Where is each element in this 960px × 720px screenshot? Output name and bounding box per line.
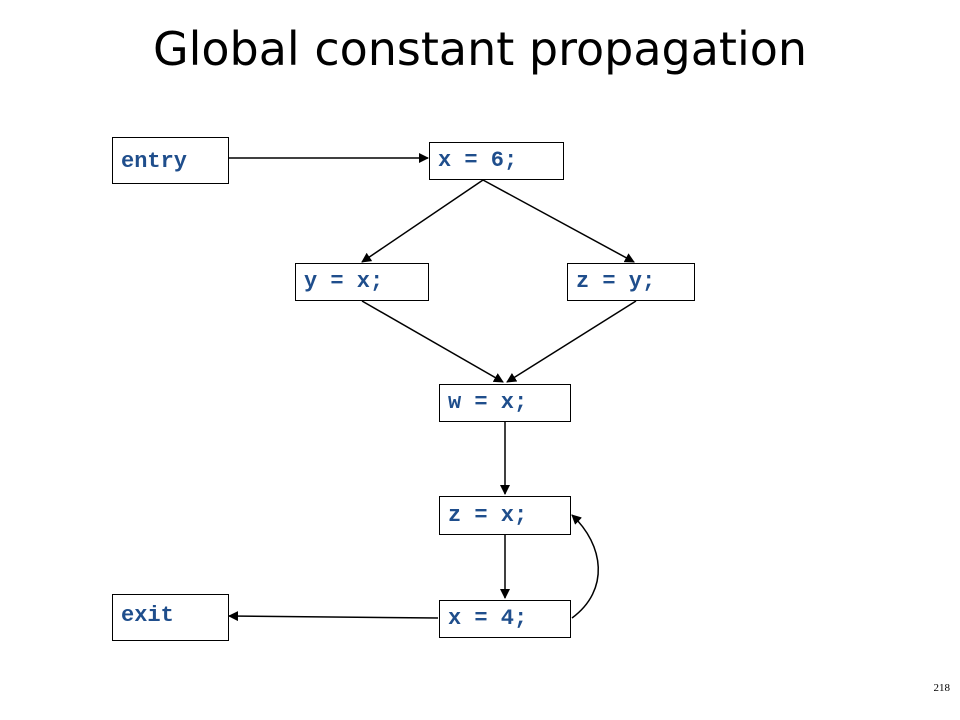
assign-yx-label: y = x; <box>304 269 384 294</box>
exit-node: exit <box>112 594 229 641</box>
assign-wx-node: w = x; <box>439 384 571 422</box>
assign-x6-node: x = 6; <box>429 142 564 180</box>
edge-x4-back-to-zx <box>571 514 599 619</box>
assign-yx-node: y = x; <box>295 263 429 301</box>
assign-x6-label: x = 6; <box>438 148 518 173</box>
edge-zy-to-wx <box>506 300 637 383</box>
page-number: 218 <box>933 682 951 694</box>
slide-title: Global constant propagation <box>152 22 808 76</box>
edge-x6-to-zy <box>482 179 635 263</box>
entry-node-label: entry <box>121 149 188 174</box>
assign-wx-label: w = x; <box>448 390 528 415</box>
edge-x6-to-yx <box>361 179 484 263</box>
edge-yx-to-wx <box>361 300 504 383</box>
assign-zy-label: z = y; <box>576 269 656 294</box>
entry-node: entry <box>112 137 229 184</box>
edge-x4-to-exit <box>228 611 439 622</box>
assign-zx-node: z = x; <box>439 496 571 535</box>
assign-zx-label: z = x; <box>448 502 528 528</box>
assign-zy-node: z = y; <box>567 263 695 301</box>
assign-x4-label: x = 4; <box>448 606 528 631</box>
exit-node-label: exit <box>121 603 174 628</box>
assign-x4-node: x = 4; <box>439 600 571 638</box>
